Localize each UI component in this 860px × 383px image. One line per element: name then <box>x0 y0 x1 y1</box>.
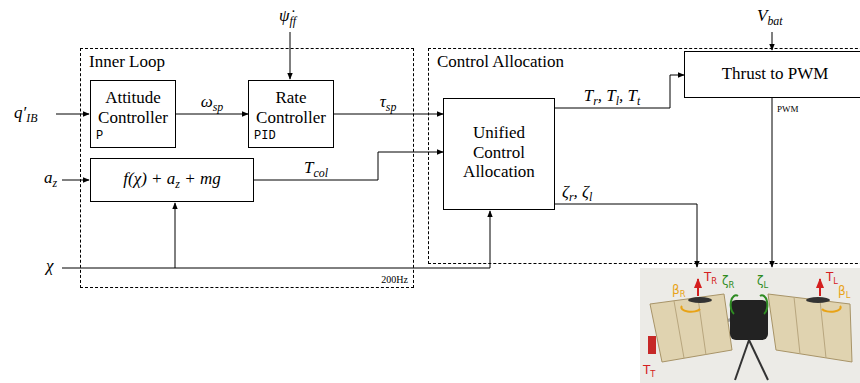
figure-label: TR <box>704 271 717 285</box>
box-title: Thrust to PWM <box>689 64 860 84</box>
box-title: Attitude Controller <box>95 88 171 127</box>
converter-box: Thrust to PWM <box>684 51 860 98</box>
figure-label: βL <box>838 285 850 299</box>
group-title: Inner Loop <box>89 52 165 72</box>
signal-arrow <box>334 114 443 115</box>
edge-label: ωsp <box>199 92 226 112</box>
signal-name: χ <box>46 256 53 276</box>
signal-name: ψ̇ff <box>279 6 296 26</box>
box-formula: f(χ) + az + mg <box>95 169 249 189</box>
input-wire <box>62 211 490 268</box>
allocation-group: Control AllocationUnified Control Alloca… <box>428 48 860 264</box>
group-title: Control Allocation <box>437 52 564 72</box>
allocation-box: Unified Control Allocation <box>443 98 555 210</box>
drone-illustration <box>640 268 860 383</box>
box-title: Unified Control Allocation <box>458 123 540 182</box>
signal-name: PWM <box>777 104 799 114</box>
signal-arrow <box>176 114 248 115</box>
figure-label: TT <box>643 364 655 378</box>
signal-name: ζr, ζl <box>562 182 592 202</box>
branch-wire <box>175 203 176 268</box>
controller-box: Rate ControllerPID <box>248 80 334 148</box>
controller-box: Attitude ControllerP <box>90 80 176 148</box>
edge-label: Tr, Tl, Tt <box>582 86 643 106</box>
input-wire <box>290 32 291 79</box>
signal-arrow <box>555 75 684 108</box>
signal-name: Vbat <box>757 6 783 26</box>
function-box: f(χ) + az + mg <box>90 158 254 202</box>
controller-type: PID <box>254 130 276 144</box>
edge-label: Tcol <box>302 158 330 178</box>
input-wire <box>62 180 89 181</box>
figure-label: βR <box>672 284 686 298</box>
box-title: Rate Controller <box>253 88 329 127</box>
rate-note: 200Hz <box>381 274 408 286</box>
signal-name: az <box>44 168 57 188</box>
edge-label: τsp <box>378 92 399 112</box>
controller-type: P <box>96 130 103 144</box>
output-wire <box>772 98 773 267</box>
figure-label: ζR <box>722 275 734 289</box>
signal-name: q′IB <box>14 103 37 123</box>
input-wire <box>56 114 89 115</box>
figure-label: TL <box>826 271 838 285</box>
figure-label: ζL <box>757 275 768 289</box>
signal-arrow <box>254 152 443 180</box>
output-wire <box>555 204 697 267</box>
loop-group: Inner Loop 200Hz Attitude ControllerP Rate … <box>80 48 414 288</box>
